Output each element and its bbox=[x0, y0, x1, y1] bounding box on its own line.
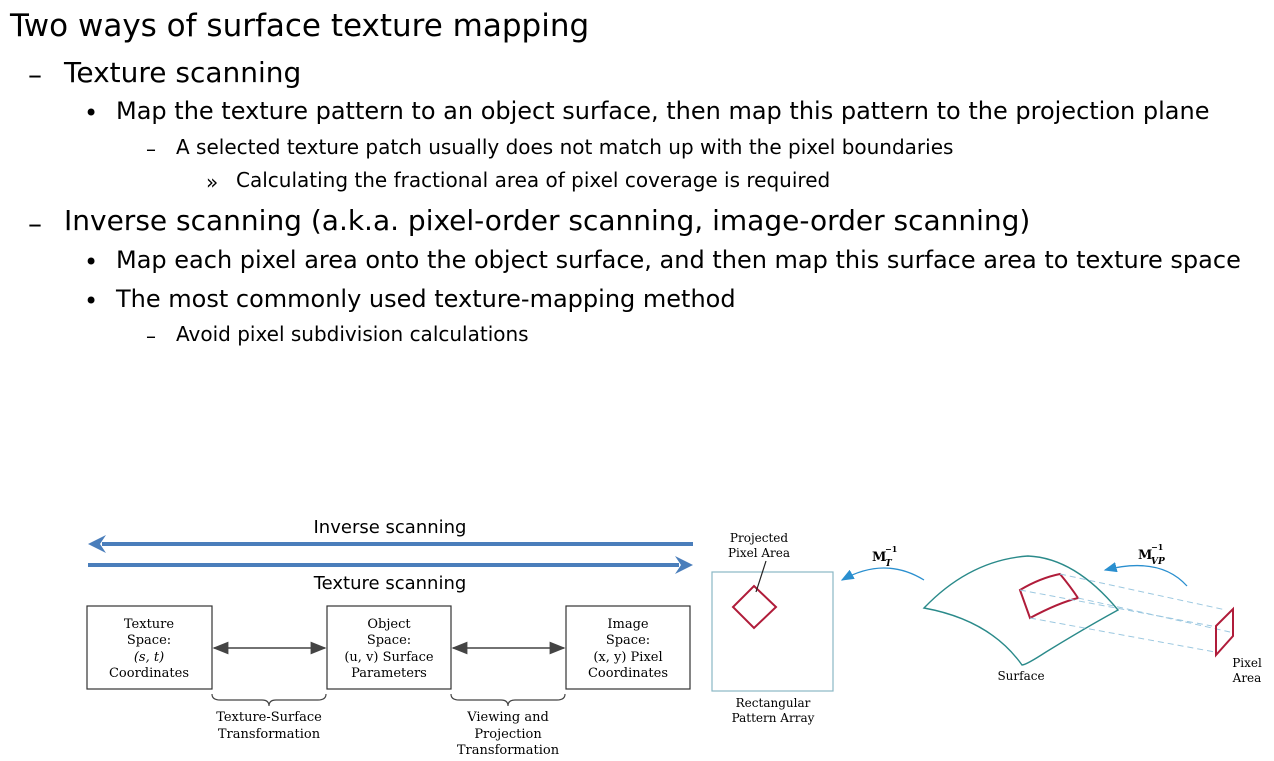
box-text: Parameters bbox=[351, 666, 427, 681]
box-text: Texture bbox=[124, 617, 174, 632]
brace bbox=[211, 693, 327, 707]
texture-scanning-label: Texture scanning bbox=[313, 573, 467, 594]
mt-inverse-arrow bbox=[840, 567, 925, 581]
bullet-marker: – bbox=[28, 207, 42, 240]
svg-text:M: M bbox=[1138, 548, 1152, 563]
bullet-marker: – bbox=[28, 58, 42, 91]
svg-text:M: M bbox=[872, 550, 886, 565]
svg-text:VP: VP bbox=[1151, 557, 1165, 567]
box-text: (x, y) Pixel bbox=[593, 650, 662, 665]
brace-label: Texture-Surface bbox=[216, 710, 322, 725]
projection-lines bbox=[1019, 573, 1231, 653]
projected-pixel-area-diamond bbox=[731, 584, 778, 630]
brace bbox=[450, 693, 566, 707]
brace-label: Projection bbox=[474, 727, 542, 742]
pixel-area-label: Pixel bbox=[1232, 656, 1262, 670]
box-text: (u, v) Surface bbox=[344, 650, 434, 665]
box-text: Coordinates bbox=[109, 666, 189, 681]
bullet-marker: » bbox=[206, 170, 219, 194]
bullet-text: Texture scanning bbox=[64, 56, 302, 89]
rectangular-pattern-array bbox=[711, 571, 834, 692]
pixel-area-label: Area bbox=[1232, 671, 1262, 685]
bullet-marker: • bbox=[84, 248, 99, 276]
brace-label: Transformation bbox=[218, 727, 321, 742]
object-space-box bbox=[326, 605, 452, 690]
bullet-marker: • bbox=[84, 99, 99, 127]
box-text: Space: bbox=[127, 633, 171, 648]
pattern-label: Pattern Array bbox=[732, 711, 815, 725]
brace-label: Transformation bbox=[457, 743, 560, 758]
leader-line bbox=[755, 560, 767, 593]
object-surface bbox=[922, 555, 1120, 666]
inverse-scanning-arrow bbox=[88, 535, 693, 553]
box-text: Object bbox=[367, 617, 411, 632]
bullet-marker: – bbox=[146, 324, 156, 348]
texture-scanning-arrow bbox=[88, 556, 693, 574]
projected-label: Pixel Area bbox=[728, 546, 790, 560]
bullet-marker: – bbox=[146, 137, 156, 161]
svg-text:T: T bbox=[885, 559, 893, 569]
bullet-text: Calculating the fractional area of pixel… bbox=[236, 168, 831, 192]
texture-space-box bbox=[86, 605, 213, 690]
inverse-scanning-label: Inverse scanning bbox=[314, 517, 467, 538]
box-text: Space: bbox=[606, 633, 650, 648]
mvp-inverse-arrow bbox=[1103, 562, 1188, 587]
projected-label: Projected bbox=[730, 531, 789, 545]
box-text: Coordinates bbox=[588, 666, 668, 681]
surface-label: Surface bbox=[997, 669, 1044, 683]
brace-label: Viewing and bbox=[466, 710, 549, 725]
box-text: Space: bbox=[367, 633, 411, 648]
box-text: (s, t) bbox=[134, 650, 164, 665]
surface-patch bbox=[1018, 572, 1080, 620]
bullet-text: The most commonly used texture-mapping m… bbox=[116, 285, 736, 313]
mt-inverse-label: M T −1 bbox=[872, 544, 897, 569]
bullet-text: Inverse scanning (a.k.a. pixel-order sca… bbox=[64, 204, 1031, 237]
bullet-text: Map each pixel area onto the object surf… bbox=[116, 246, 1241, 274]
bullet-text: Avoid pixel subdivision calculations bbox=[176, 322, 529, 346]
svg-text:−1: −1 bbox=[885, 544, 897, 554]
bullet-text: Map the texture pattern to an object sur… bbox=[116, 97, 1210, 125]
pattern-label: Rectangular bbox=[736, 696, 811, 710]
svg-text:−1: −1 bbox=[1151, 542, 1163, 552]
bullet-marker: • bbox=[84, 287, 99, 315]
mvp-inverse-label: M VP −1 bbox=[1138, 542, 1165, 567]
bullet-text: A selected texture patch usually does no… bbox=[176, 135, 954, 159]
pixel-area-parallelogram bbox=[1215, 606, 1234, 658]
box-text: Image bbox=[607, 617, 649, 632]
slide-title: Two ways of surface texture mapping bbox=[10, 8, 590, 44]
image-space-box bbox=[565, 605, 691, 690]
